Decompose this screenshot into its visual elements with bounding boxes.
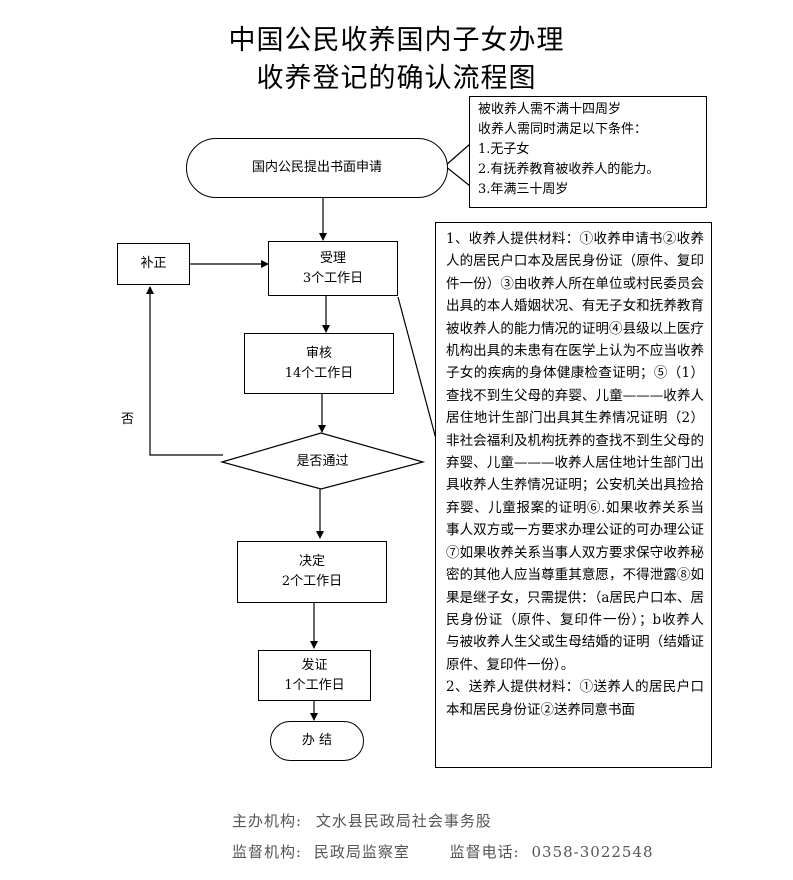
end-node: 办 结 bbox=[270, 721, 364, 761]
decide-label: 决定 bbox=[298, 554, 325, 569]
conditions-line: 3.年满三十周岁 bbox=[478, 182, 569, 197]
correction-label: 补正 bbox=[140, 256, 167, 271]
start-application-node: 国内公民提出书面申请 bbox=[186, 138, 448, 198]
page-title-line2: 收养登记的确认流程图 bbox=[256, 63, 537, 94]
materials-adopter-text: 1、收养人提供材料：①收养申请书②收养人的居民户口本及居民身份证（原件、复印件一… bbox=[446, 231, 704, 673]
required-materials-box: 1、收养人提供材料：①收养申请书②收养人的居民户口本及居民身份证（原件、复印件一… bbox=[435, 222, 712, 768]
issue-days: 1个工作日 bbox=[284, 677, 345, 693]
organizer-value: 文水县民政局社会事务股 bbox=[315, 812, 492, 830]
footer-supervisor: 监督机构: 民政局监察室 监督电话: 0358-3022548 bbox=[232, 841, 654, 862]
conditions-line: 1.无子女 bbox=[478, 142, 530, 157]
accept-days: 3个工作日 bbox=[302, 270, 364, 286]
supervisor-label: 监督机构: bbox=[232, 843, 303, 861]
issue-label: 发证 bbox=[301, 657, 328, 673]
materials-sender-text: 2、送养人提供材料：①送养人的居民户口本和居民身份证②送养同意书面 bbox=[446, 679, 704, 718]
arrow-decision-no-to-correction bbox=[146, 286, 223, 456]
supervisor-value: 民政局监察室 bbox=[313, 843, 410, 861]
issue-certificate-node: 发证 1个工作日 bbox=[258, 650, 371, 701]
start-application-label: 国内公民提出书面申请 bbox=[251, 160, 382, 175]
materials-callout-line bbox=[397, 296, 441, 455]
review-node: 审核 14个工作日 bbox=[244, 333, 394, 394]
accept-node: 受理 3个工作日 bbox=[268, 241, 398, 296]
conditions-line: 2.有抚养教育被收养人的能力。 bbox=[478, 162, 660, 177]
decide-node: 决定 2个工作日 bbox=[237, 541, 387, 603]
conditions-line: 收养人需同时满足以下条件： bbox=[478, 122, 648, 137]
correction-node: 补正 bbox=[117, 243, 190, 285]
end-label: 办 结 bbox=[301, 733, 333, 748]
no-branch-label: 否 bbox=[121, 412, 135, 427]
decision-diamond bbox=[219, 432, 426, 490]
footer-organizer: 主办机构: 文水县民政局社会事务股 bbox=[232, 810, 492, 831]
page-title-line1: 中国公民收养国内子女办理 bbox=[228, 25, 565, 56]
review-label: 审核 bbox=[305, 345, 332, 361]
conditions-line: 被收养人需不满十四周岁 bbox=[478, 102, 622, 117]
phone-value: 0358-3022548 bbox=[531, 843, 654, 861]
decision-label: 是否通过 bbox=[296, 454, 349, 469]
organizer-label: 主办机构: bbox=[232, 812, 303, 830]
phone-label: 监督电话: bbox=[449, 843, 520, 861]
accept-label: 受理 bbox=[319, 250, 346, 266]
decide-days: 2个工作日 bbox=[281, 574, 343, 589]
conditions-callout-pointer bbox=[444, 142, 471, 188]
review-days: 14个工作日 bbox=[284, 365, 354, 381]
conditions-note: 被收养人需不满十四周岁 收养人需同时满足以下条件： 1.无子女 2.有抚养教育被… bbox=[469, 96, 707, 208]
